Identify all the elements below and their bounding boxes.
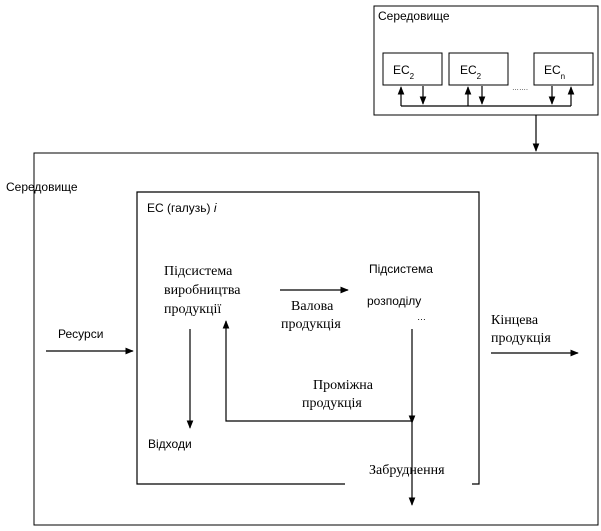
pollution-label: Забруднення <box>369 463 445 478</box>
unit-box-1 <box>382 52 443 86</box>
intermediate-product-loop <box>222 320 412 422</box>
main-environment-title: Середовище <box>6 180 78 194</box>
distribution-subsystem-ellipsis: … <box>417 312 426 322</box>
unit-box-2 <box>448 52 509 86</box>
top-environment-title: Середовище <box>378 9 450 23</box>
distribution-subsystem-title: Підсистема <box>369 262 433 276</box>
distribution-subsystem-subtitle: розподілу <box>367 294 421 308</box>
gross-product-label: Валова продукція <box>281 299 341 332</box>
industry-box <box>136 191 480 485</box>
unit-label-1: ЕС2 <box>393 63 415 81</box>
industry-title: ЕС (галузь) i <box>147 201 217 215</box>
top-environment-box <box>373 5 599 116</box>
unit-label-2: ЕС2 <box>460 63 482 81</box>
production-subsystem-label: Підсистема виробництва продукції <box>164 264 244 317</box>
intermediate-product-label: Проміжна продукція <box>302 378 376 411</box>
waste-label: Відходи <box>148 437 192 451</box>
units-ellipsis: ……. <box>512 85 528 92</box>
final-product-label: Кінцева продукція <box>491 313 551 346</box>
unit-label-n: ЕСn <box>544 63 565 81</box>
resources-label: Ресурси <box>58 327 103 341</box>
unit-box-n <box>533 52 594 86</box>
main-environment-box <box>33 152 599 526</box>
